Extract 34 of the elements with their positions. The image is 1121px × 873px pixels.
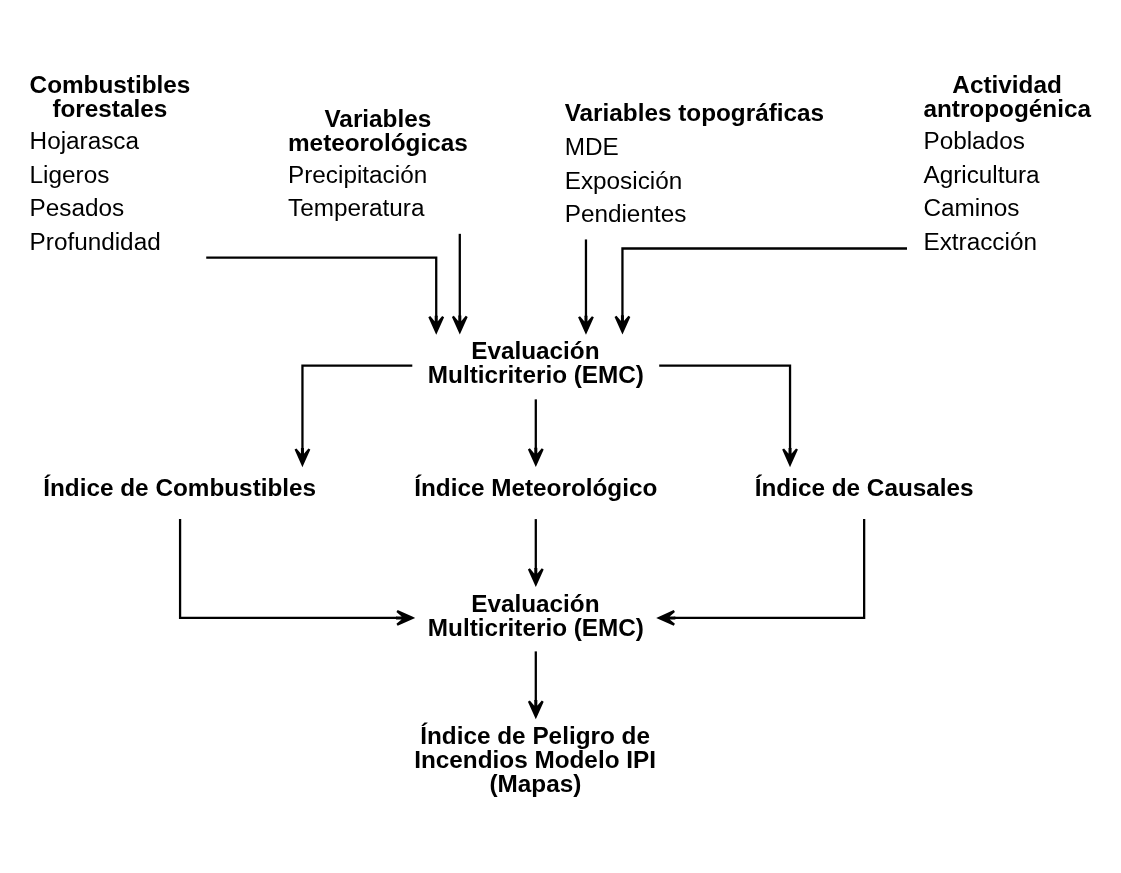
node-label: Exposición: [564, 166, 683, 194]
node-label: Hojarasca: [29, 126, 140, 154]
node-label: Ligeros: [29, 160, 110, 188]
node-label: Pesados: [29, 193, 125, 221]
arrow: [178, 518, 414, 626]
arrow: [657, 518, 866, 626]
node-text: Evaluación Multicriterio (EMC): [427, 336, 644, 388]
node-label: Extracción: [923, 227, 1037, 255]
node-label: Precipitación: [288, 160, 428, 188]
node-label: Temperatura: [288, 193, 425, 221]
arrow: [659, 363, 799, 465]
arrow: [578, 238, 594, 333]
node-label: Agricultura: [923, 160, 1040, 188]
node-text: Índice de Causales: [754, 473, 974, 501]
node-label: Poblados: [923, 126, 1025, 154]
node-text: Combustibles forestales: [29, 70, 191, 122]
node-text: Actividad antropogénica: [923, 70, 1091, 122]
arrow: [527, 398, 544, 465]
arrow: [294, 363, 413, 465]
arrow: [527, 650, 544, 718]
node-text: Evaluación Multicriterio (EMC): [427, 589, 644, 641]
node-label: Profundidad: [29, 227, 161, 255]
node-text: Variables meteorológicas: [288, 104, 468, 156]
node-label: Pendientes: [564, 199, 687, 227]
arrow: [614, 246, 907, 333]
node-text: Variables topográficas: [564, 98, 825, 125]
node-text: Índice de Peligro de Incendios Modelo IPI (Mapas): [414, 721, 656, 797]
node-label: Caminos: [923, 193, 1020, 221]
arrow: [451, 233, 468, 333]
arrow: [206, 256, 445, 333]
arrow: [527, 518, 544, 585]
node-text: Índice Meteorológico: [414, 473, 658, 501]
node-text: Índice de Combustibles: [43, 473, 317, 501]
node-label: MDE: [564, 132, 619, 160]
